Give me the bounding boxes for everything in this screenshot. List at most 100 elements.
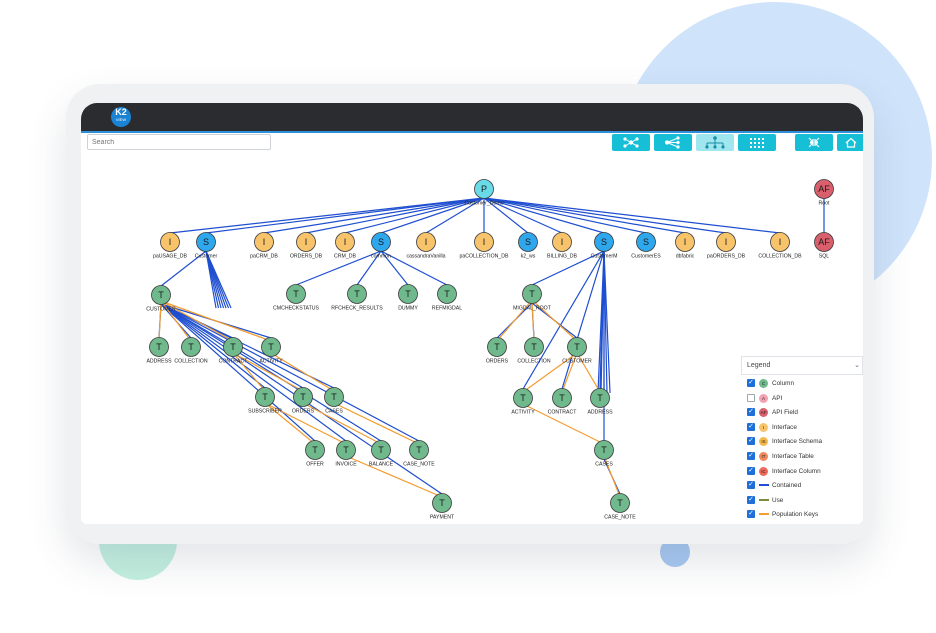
legend-checkbox[interactable]: ✓: [747, 437, 755, 446]
logo-text: K2: [115, 107, 127, 117]
node-table-glyph: T: [405, 289, 411, 299]
node-table-label: RFCHECK_RESULTS: [331, 306, 383, 312]
node-table-glyph: T: [597, 393, 603, 403]
edge-contained: [522, 250, 605, 390]
legend-checkbox[interactable]: ✓: [747, 379, 755, 387]
node-interface-label: paCRM_DB: [250, 254, 278, 260]
edge-population-key: [264, 402, 316, 445]
node-table-label: REFMIGDAL: [432, 306, 462, 312]
node-table-glyph: T: [331, 392, 337, 402]
legend-header[interactable]: Legend ⌄: [741, 356, 863, 375]
node-schema[interactable]: Sk2_ws: [518, 232, 538, 260]
node-table-label: CONTRACT: [219, 359, 249, 365]
node-interface-label: dbfabric: [676, 254, 695, 260]
legend-swatch: AF: [759, 408, 768, 418]
node-table-label: INVOICE: [335, 462, 357, 468]
legend-checkbox[interactable]: ✓: [747, 408, 755, 417]
edge-population-key: [232, 352, 304, 392]
edge-contained: [483, 197, 605, 234]
home-button[interactable]: [837, 134, 863, 151]
hierarchy-layout-icon: [705, 136, 725, 149]
node-interface-label: ORDERS_DB: [290, 254, 323, 260]
search-input[interactable]: [87, 134, 271, 150]
edge-population-key: [270, 352, 335, 392]
legend-checkbox[interactable]: ✓: [747, 422, 755, 431]
legend-line-swatch: [759, 498, 769, 501]
legend-checkbox[interactable]: ✓: [747, 466, 755, 475]
network-layout-button[interactable]: [612, 134, 650, 151]
legend-checkbox[interactable]: ✓: [747, 481, 755, 490]
node-api-field-sql-glyph: AF: [818, 237, 830, 247]
node-schema-label: CustomerES: [631, 254, 661, 260]
collapse-button[interactable]: [795, 134, 833, 151]
grid-layout-button[interactable]: [738, 134, 776, 151]
legend-checkbox[interactable]: ✓: [747, 510, 755, 519]
legend-checkbox[interactable]: [747, 393, 755, 402]
edge-contained: [205, 197, 485, 234]
legend-label: Population Keys: [772, 511, 819, 519]
edge-contained: [483, 197, 727, 234]
node-root-label: Customer_Demo: [464, 201, 503, 207]
legend-label: Interface Table: [772, 453, 814, 460]
edge-population-key: [232, 352, 266, 392]
legend-swatch: IC: [759, 466, 768, 476]
legend-label: Interface Schema: [772, 438, 823, 446]
legend-line-swatch: [759, 513, 769, 516]
edge-population-key: [522, 352, 578, 393]
edge-contained: [380, 197, 485, 234]
legend-label: Contained: [772, 482, 802, 490]
edge-contained: [425, 197, 485, 234]
k2view-logo[interactable]: K2 VIEW: [111, 107, 131, 127]
legend-checkbox[interactable]: ✓: [747, 495, 755, 504]
node-schema-glyph: S: [601, 237, 607, 247]
grid-layout-icon: [750, 138, 764, 148]
hierarchy-layout-button[interactable]: [696, 134, 734, 151]
share-layout-button[interactable]: [654, 134, 692, 151]
legend-checkbox[interactable]: ✓: [747, 452, 755, 460]
